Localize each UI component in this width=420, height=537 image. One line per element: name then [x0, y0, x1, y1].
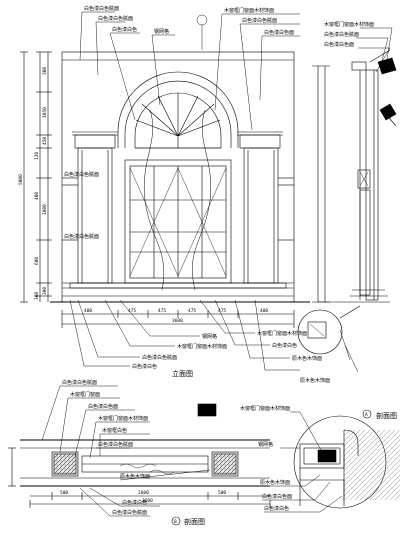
plan-dim-2: 2600: [138, 490, 149, 496]
plan-label-1: 白色漆白色腻面: [62, 379, 97, 386]
left-dimension-texts: 300 1050 450 1000 300 5000 120 400 600 3…: [18, 67, 48, 300]
elev-top-label-1: 白色漆白色腻面: [84, 5, 119, 12]
plan-label-4: 木窗框门窗面木材饰面: [98, 415, 148, 422]
detail-label-4: 白色漆白色面: [262, 493, 292, 500]
top-leaders: [79, 11, 300, 131]
left-dim-3: 450: [42, 137, 48, 145]
left-dimension-chain: [20, 51, 52, 303]
section-label-4: 原木色木饰面: [300, 377, 330, 384]
bottom-dimension-chain: [61, 310, 295, 328]
elev-bottom-label-7: 原木色木饰面: [292, 355, 322, 362]
arch-fanlight: [117, 71, 239, 291]
detail-label-1: 木窗框门窗面木材饰面: [240, 405, 290, 412]
bottom-dim-3: 475: [158, 308, 166, 314]
left-dim-7: 400: [34, 192, 40, 200]
elev-top-label-2: 白色漆白色腻面: [98, 15, 133, 22]
left-dim-6: 120: [34, 152, 40, 160]
section-label-3: 白色漆白色面: [324, 41, 354, 48]
front-elevation: [50, 51, 310, 303]
elev-bottom-label-4: 白色漆白色: [132, 363, 157, 370]
left-dim-9: 300: [34, 292, 40, 300]
bottom-dim-2: 475: [128, 308, 136, 314]
bottom-dim-6: 400: [260, 308, 268, 314]
right-pilaster: [237, 131, 294, 284]
left-dim-5: 300: [42, 287, 48, 295]
plan-label-2: 木窗框门窗面: [70, 391, 100, 398]
elev-top-label-4: 钢网格: [154, 28, 169, 35]
plan-dim-1: 500: [60, 490, 68, 496]
detail-label-3: 原木色木饰面: [260, 479, 290, 486]
left-dim-4: 1000: [42, 204, 48, 215]
elev-right-top-label-1: 木窗框门窗面木材饰面: [224, 7, 274, 14]
bottom-leaders: [69, 299, 300, 371]
plan-center-label: 原木色木饰面: [120, 473, 150, 480]
main-window: [124, 159, 232, 284]
elev-right-top-label-2: 白色漆白色腻面: [242, 17, 277, 24]
plan-label-6: 白色漆白色腻面: [98, 441, 133, 448]
plan-section: [8, 385, 271, 526]
plan-dim-3: 500: [218, 490, 226, 496]
detail-label-2: 钢网格: [258, 441, 273, 448]
detail-labels: 木窗框门窗面木材饰面 钢网格 原木色木饰面 白色漆白色面 白色漆白色: [240, 405, 292, 512]
elev-bottom-label-3: 白色漆白色腻面: [142, 354, 177, 361]
elev-bottom-label-5: 木窗框门窗面木材饰面: [257, 330, 307, 337]
plan-label-5: 木窗框白色: [102, 427, 127, 434]
elev-bottom-label-1: 钢网格: [202, 333, 217, 340]
section-labels: 木窗框门窗面木材饰面 白色漆白色腻面 白色漆白色面 原木色木饰面: [300, 21, 374, 384]
elev-right-top-label-3: 白色漆白色面: [264, 29, 294, 36]
section-label-2: 白色漆白色腻面: [324, 31, 359, 38]
detail-label-5: 白色漆白色: [264, 505, 289, 512]
elev-bottom-label-6: 白色漆白色: [272, 342, 297, 349]
left-dim-8: 600: [34, 257, 40, 265]
left-dim-total: 5000: [18, 174, 24, 185]
plan-bottom-label-1: 白色漆白色: [122, 499, 147, 506]
side-section: [297, 27, 397, 419]
bottom-dim-total: 3600: [172, 318, 183, 324]
elevation-left-labels: 白色漆白色腻面 白色漆白色腻面: [64, 171, 99, 240]
elev-left-label-1: 白色漆白色腻面: [64, 171, 99, 178]
plan-label-3: 白色漆白色面: [88, 403, 118, 410]
elev-left-label-2: 白色漆白色腻面: [64, 233, 99, 240]
front-elevation-title: 立面图: [172, 369, 193, 378]
section-label-1: 木窗框门窗面木材饰面: [324, 21, 374, 28]
plan-bottom-label-2: 白色漆白色腻面: [112, 509, 147, 516]
bottom-dim-1: 400: [84, 308, 92, 314]
detail-circle: [260, 411, 400, 513]
elev-top-label-3: 白色漆白色: [112, 26, 137, 33]
bottom-dimension-texts: 400 475 475 475 475 400 3600: [84, 308, 268, 324]
plan-section-title: 剖面图: [184, 517, 205, 526]
left-pilaster: [62, 131, 118, 284]
plan-section-marker: B: [174, 519, 177, 525]
elev-bottom-label-2: 木窗框门窗面木材饰面: [177, 343, 227, 350]
elevation-bottom-labels: 钢网格 木窗框门窗面木材饰面 白色漆白色腻面 白色漆白色 木窗框门窗面木材饰面 …: [132, 330, 322, 370]
left-dim-2: 1050: [42, 107, 48, 118]
bottom-dim-4: 475: [188, 308, 196, 314]
bottom-dim-5: 475: [218, 308, 226, 314]
plan-labels: 白色漆白色腻面 木窗框门窗面 白色漆白色面 木窗框门窗面木材饰面 木窗框白色 白…: [60, 379, 226, 516]
side-section-marker: A: [365, 412, 368, 418]
plan-dim-total: 3600: [142, 498, 153, 504]
side-section-title: 剖面图: [376, 411, 397, 420]
elevation-top-labels: 白色漆白色腻面 白色漆白色腻面 白色漆白色 钢网格 木窗框门窗面木材饰面 白色漆…: [84, 5, 294, 36]
left-dim-1: 300: [42, 67, 48, 75]
